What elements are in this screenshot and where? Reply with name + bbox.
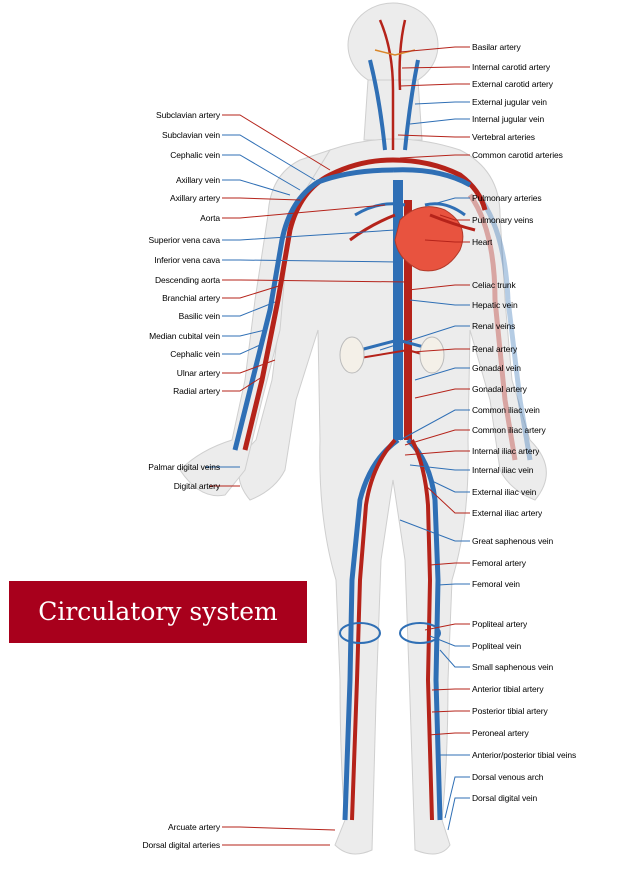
label-heart: Heart [472,237,492,247]
label-descending-aorta: Descending aorta [155,275,220,285]
label-great-saphenous-vein: Great saphenous vein [472,536,553,546]
label-digital-artery: Digital artery [174,481,220,491]
label-external-iliac-artery: External iliac artery [472,508,542,518]
label-cephalic-vein: Cephalic vein [170,349,220,359]
label-popliteal-vein: Popliteal vein [472,641,521,651]
label-subclavian-artery: Subclavian artery [156,110,220,120]
leader-dorsal-digital-vein [448,798,470,830]
label-common-carotid-arteries: Common carotid arteries [472,150,563,160]
label-subclavian-vein: Subclavian vein [162,130,220,140]
label-superior-vena-cava: Superior vena cava [149,235,220,245]
label-posterior-tibial-artery: Posterior tibial artery [472,706,548,716]
label-radial-artery: Radial artery [173,386,220,396]
label-external-iliac-vein: External iliac vein [472,487,536,497]
label-renal-veins: Renal veins [472,321,515,331]
label-femoral-vein: Femoral vein [472,579,520,589]
label-axillary-vein: Axillary vein [176,175,220,185]
label-vertebral-arteries: Vertebral arteries [472,132,535,142]
label-dorsal-digital-vein: Dorsal digital vein [472,793,537,803]
label-hepatic-vein: Hepatic vein [472,300,518,310]
label-basilar-artery: Basilar artery [472,42,521,52]
label-dorsal-venous-arch: Dorsal venous arch [472,772,543,782]
label-branchial-artery: Branchial artery [162,293,220,303]
label-dorsal-digital-arteries: Dorsal digital arteries [142,840,220,850]
label-external-jugular-vein: External jugular vein [472,97,547,107]
title-banner: Circulatory system [9,581,307,643]
label-renal-artery: Renal artery [472,344,517,354]
label-internal-carotid-artery: Internal carotid artery [472,62,550,72]
label-common-iliac-artery: Common iliac artery [472,425,546,435]
label-gonadal-vein: Gonadal vein [472,363,521,373]
label-median-cubital-vein: Median cubital vein [149,331,220,341]
label-popliteal-artery: Popliteal artery [472,619,527,629]
label-pulmonary-arteries: Pulmonary arteries [472,193,542,203]
label-internal-iliac-artery: Internal iliac artery [472,446,539,456]
label-arcuate-artery: Arcuate artery [168,822,220,832]
label-pulmonary-veins: Pulmonary veins [472,215,533,225]
label-celiac-trunk: Celiac trunk [472,280,516,290]
leader-external-jugular-vein [415,102,470,104]
label-aorta: Aorta [200,213,220,223]
label-internal-iliac-vein: Internal iliac vein [472,465,533,475]
label-femoral-artery: Femoral artery [472,558,526,568]
label-internal-jugular-vein: Internal jugular vein [472,114,544,124]
label-external-carotid-artery: External carotid artery [472,79,553,89]
label-basilic-vein: Basilic vein [179,311,220,321]
leader-arcuate-artery [222,827,335,830]
label-peroneal-artery: Peroneal artery [472,728,529,738]
label-small-saphenous-vein: Small saphenous vein [472,662,553,672]
label-inferior-vena-cava: Inferior vena cava [154,255,220,265]
label-gonadal-artery: Gonadal artery [472,384,527,394]
label-cephalic-vein: Cephalic vein [170,150,220,160]
label-common-iliac-vein: Common iliac vein [472,405,540,415]
diagram-title: Circulatory system [9,581,307,643]
label-anterior-posterior-tibial-veins: Anterior/posterior tibial veins [472,750,576,760]
label-palmar-digital-veins: Palmar digital veins [148,462,220,472]
label-anterior-tibial-artery: Anterior tibial artery [472,684,544,694]
label-axillary-artery: Axillary artery [170,193,220,203]
label-ulnar-artery: Ulnar artery [177,368,220,378]
